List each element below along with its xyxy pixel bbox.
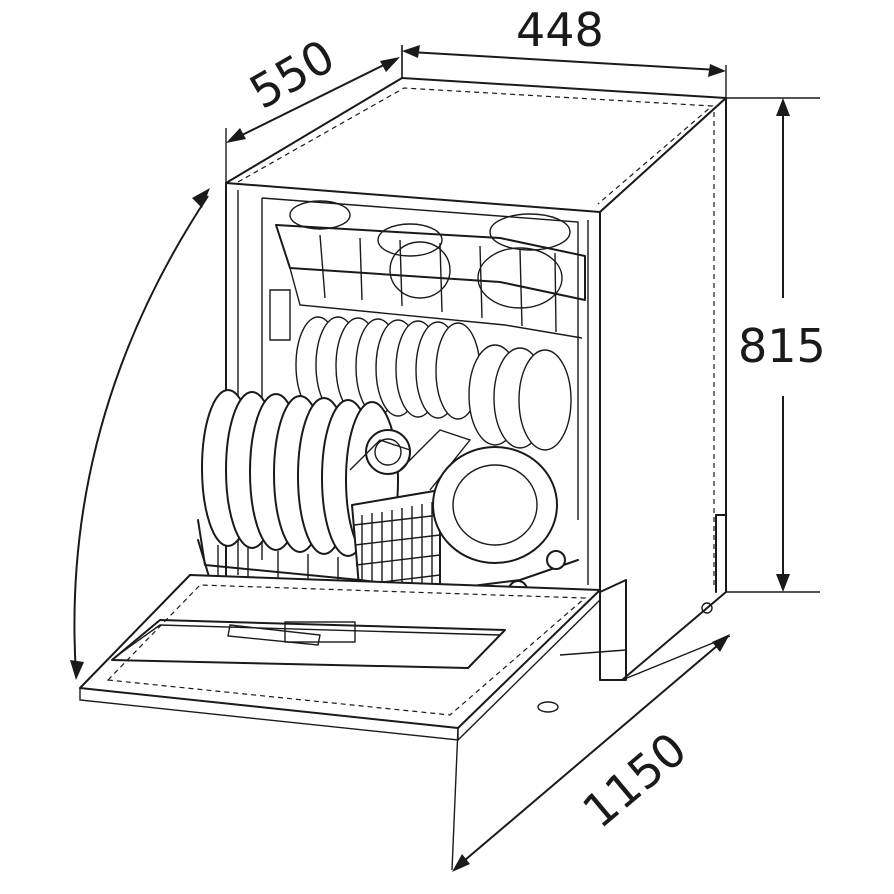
dimension-depth: [225, 45, 403, 183]
side-panel: [599, 97, 727, 681]
width-label: 448: [516, 3, 604, 57]
cutlery-basket: [349, 429, 472, 599]
dimension-depth-open: [451, 634, 731, 872]
open-door: [79, 574, 601, 741]
depth-label: 550: [241, 29, 344, 120]
front-plate: [432, 446, 558, 564]
depth-open-label: 1150: [572, 722, 696, 839]
dimension-height: [726, 97, 820, 593]
lower-rack-back-plates: [295, 316, 572, 451]
door-swing-arc: [70, 188, 210, 680]
height-label: 815: [738, 319, 826, 373]
dishwasher-illustration: [79, 77, 727, 741]
upper-rack: [269, 200, 586, 341]
